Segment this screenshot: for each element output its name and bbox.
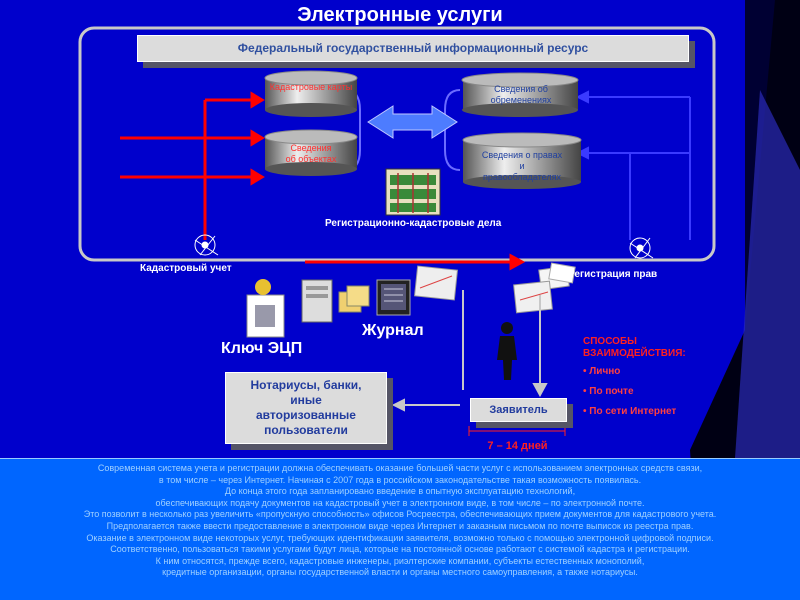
right-connectors <box>575 90 691 240</box>
exchange-arrow <box>367 105 458 139</box>
description-line: в том числе – через Интернет. Начиная с … <box>158 474 642 485</box>
folders-icon <box>338 285 370 313</box>
journal-computer-icon <box>376 279 411 316</box>
ecp-key-label: Ключ ЭЦП <box>221 340 303 357</box>
duration-label: 7 – 14 дней <box>487 440 548 452</box>
federal-resource-banner: Федеральный государственный информационн… <box>137 35 689 62</box>
db-encumbrance-info <box>461 72 579 117</box>
db-cadastral-maps-label: Кадастровые карты <box>269 82 353 92</box>
cadastral-compass-icon <box>194 234 219 256</box>
db-objects-info <box>264 129 358 176</box>
applicant-box: Заявитель <box>470 398 567 422</box>
cadastral-accounting-label: Кадастровый учет <box>140 263 232 274</box>
description-line: Это позволит в несколько раз увеличить «… <box>83 509 717 520</box>
description-line: Предполагается также ввести предоставлен… <box>106 520 694 531</box>
description-line: До конца этого года запланировано введен… <box>224 486 576 497</box>
db-rights-info <box>462 132 582 189</box>
description-line: Соответственно, пользоваться такими услу… <box>110 544 690 555</box>
applicant-person-icon <box>497 322 517 380</box>
duration-bracket <box>468 426 566 436</box>
description-line: Оказание в электронном виде некоторых ус… <box>86 532 714 543</box>
applicant-connectors <box>391 290 548 412</box>
description-panel: Современная система учета и регистрации … <box>0 458 800 600</box>
beam-highlight <box>735 90 800 480</box>
file-cabinet-icon <box>385 168 441 216</box>
journal-label: Журнал <box>362 322 424 339</box>
slide-title: Электронные услуги <box>297 4 503 26</box>
description-line: К ним относятся, прежде всего, кадастров… <box>155 555 645 566</box>
description-line: Современная система учета и регистрации … <box>97 463 703 473</box>
registration-compass-icon <box>629 237 654 259</box>
registration-documents-icon <box>413 262 576 314</box>
reg-cadastral-cases-label: Регистрационно-кадастровые дела <box>325 218 502 229</box>
method-internet: По сети Интернет <box>583 406 713 426</box>
db-cadastral-maps <box>264 70 358 117</box>
ecp-key-icon <box>246 279 285 338</box>
server-icon <box>301 279 333 323</box>
system-frame <box>78 26 716 262</box>
red-input-arrows <box>120 91 526 271</box>
description-line: обеспечивающих подачу документов на када… <box>155 497 645 508</box>
rights-registration-label: Регистрация прав <box>568 269 658 280</box>
method-by-mail: По почте <box>583 386 713 406</box>
method-in-person: Лично <box>583 366 713 386</box>
description-line: кредитные организации, органы государств… <box>162 567 638 578</box>
